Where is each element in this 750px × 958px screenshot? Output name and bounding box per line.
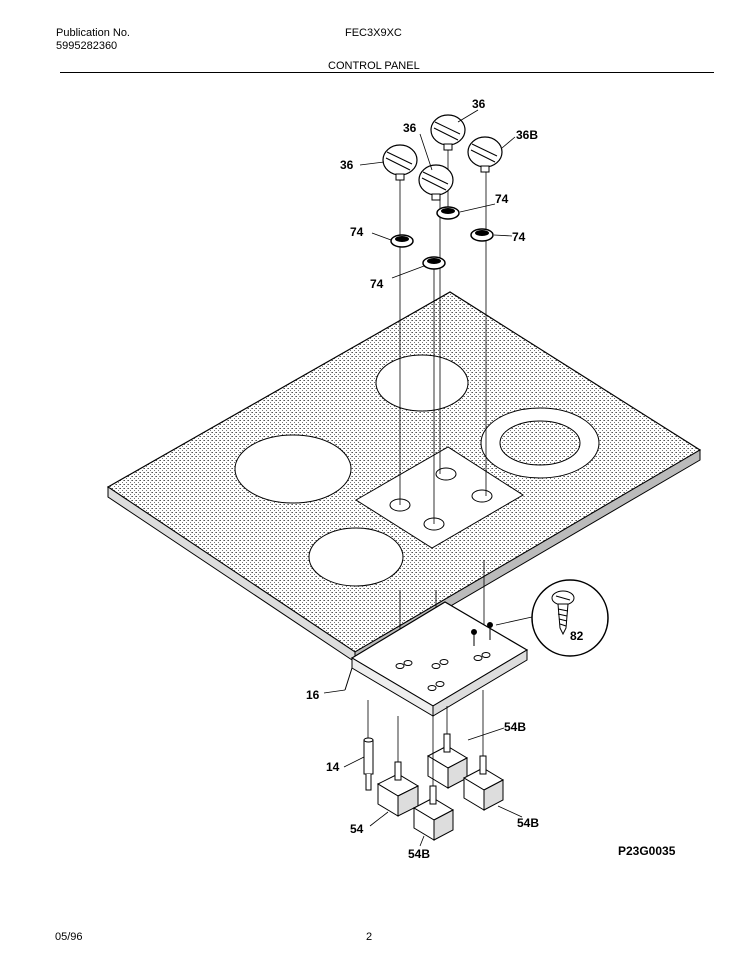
burner-left — [234, 434, 352, 504]
page-number: 2 — [366, 931, 373, 943]
control-panel-area — [355, 446, 524, 549]
switch-54b-right — [462, 755, 505, 811]
publication-label: Publication No. — [56, 27, 130, 39]
callout-ring-74: 74 — [370, 277, 384, 291]
callout-switch-54b: 54B — [504, 720, 526, 734]
figure-code: P23G0035 — [618, 844, 676, 858]
knob-hole — [435, 467, 457, 481]
callout-switch-54: 54 — [350, 822, 364, 836]
screw-detail-82 — [495, 579, 609, 657]
callout-knob-36b: 36B — [516, 128, 538, 142]
callout-ring-74: 74 — [350, 225, 364, 239]
ring-74 — [470, 228, 494, 242]
knob-36-left — [382, 144, 418, 181]
callout-switch-54b: 54B — [408, 847, 430, 861]
switch-54b-front — [412, 785, 455, 841]
callout-screw-82: 82 — [570, 629, 584, 643]
knob-36b-right — [467, 136, 503, 173]
switch-54 — [376, 761, 420, 817]
model-number: FEC3X9XC — [345, 27, 402, 39]
ring-74 — [390, 234, 414, 248]
callout-knob-36: 36 — [472, 97, 486, 111]
burner-rear-right — [480, 407, 600, 479]
callout-bracket-16: 16 — [306, 688, 320, 702]
callout-ring-74: 74 — [512, 230, 526, 244]
bracket-screws — [471, 622, 493, 646]
ring-74 — [422, 256, 446, 270]
footer-date: 05/96 — [55, 931, 83, 943]
leader-lines — [323, 109, 523, 847]
callout-switch-54b: 54B — [517, 816, 539, 830]
header-divider — [60, 72, 714, 73]
switch-54b-mid — [426, 733, 469, 789]
knob-36-top — [430, 114, 466, 151]
switch-centerlines — [397, 690, 484, 786]
callout-knob-36: 36 — [340, 158, 354, 172]
sensor-14 — [363, 700, 374, 791]
callout-sensor-14: 14 — [326, 760, 340, 774]
section-title: CONTROL PANEL — [328, 60, 420, 72]
callout-ring-74: 74 — [495, 192, 509, 206]
control-bracket — [344, 601, 529, 717]
burner-rear-center — [375, 354, 469, 412]
knob-hole — [471, 489, 493, 503]
publication-number: 5995282360 — [56, 40, 118, 52]
burner-front — [308, 527, 404, 587]
ring-74 — [436, 206, 460, 220]
callout-knob-36: 36 — [403, 121, 417, 135]
knob-36-center — [418, 164, 454, 201]
